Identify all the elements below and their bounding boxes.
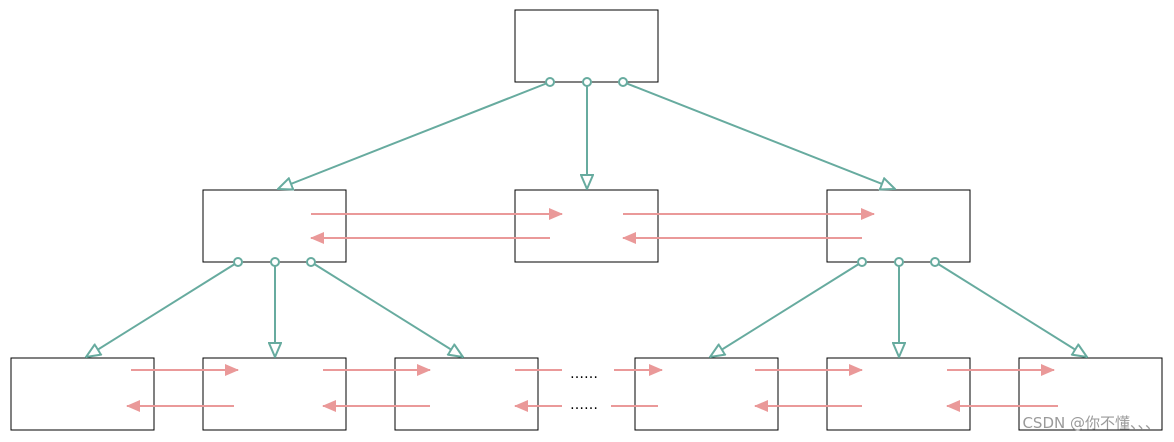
internal-node-middle bbox=[514, 189, 659, 263]
pointer-left-to-leaf-1 bbox=[86, 261, 239, 357]
pointer-origin-circle bbox=[930, 257, 940, 267]
leaf-node-4 bbox=[634, 357, 779, 431]
pointer-origin-circle bbox=[306, 257, 316, 267]
root-node bbox=[514, 9, 659, 83]
pointer-origin-circle bbox=[618, 77, 628, 87]
internal-sibling-links bbox=[310, 208, 875, 244]
right-node-child-pointers bbox=[710, 257, 1087, 357]
leaf-node-2 bbox=[202, 357, 347, 431]
leaf-node-5 bbox=[826, 357, 971, 431]
pointer-root-to-right bbox=[622, 81, 895, 189]
internal-node-right bbox=[826, 189, 971, 263]
internal-node-left bbox=[202, 189, 347, 263]
pointer-origin-circle bbox=[233, 257, 243, 267]
pointer-root-to-left bbox=[278, 81, 551, 189]
leaf-node-3 bbox=[394, 357, 539, 431]
ellipsis-top: …… bbox=[570, 366, 598, 382]
ellipsis-bottom: …… bbox=[570, 397, 598, 413]
pointer-origin-circle bbox=[894, 257, 904, 267]
pointer-origin-circle bbox=[582, 77, 592, 87]
pointer-right-to-leaf-4 bbox=[710, 261, 863, 357]
pointer-origin-circle bbox=[857, 257, 867, 267]
pointer-left-to-leaf-3 bbox=[310, 261, 463, 357]
pointer-origin-circle bbox=[545, 77, 555, 87]
watermark: CSDN @你不懂、、、 bbox=[1022, 414, 1160, 432]
left-node-child-pointers bbox=[86, 257, 463, 357]
pointer-origin-circle bbox=[270, 257, 280, 267]
leaf-sibling-links bbox=[126, 364, 1058, 412]
root-child-pointers bbox=[278, 77, 895, 189]
leaf-node-1 bbox=[10, 357, 155, 431]
pointer-right-to-leaf-6 bbox=[934, 261, 1087, 357]
